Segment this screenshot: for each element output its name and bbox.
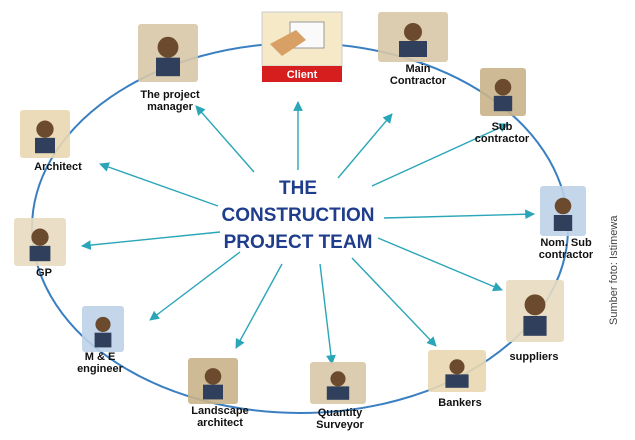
main-contractor-label-line-1: Main <box>405 63 430 75</box>
general-practitioner-icon <box>14 218 66 266</box>
sub-contractor-icon <box>480 68 526 116</box>
nom-sub-contractor-label-line-1: Nom. Sub <box>540 237 592 249</box>
client-hand-icon <box>270 30 306 56</box>
me-engineer-label-line-2: engineer <box>77 363 124 375</box>
client-label-bar <box>262 66 342 82</box>
center-title: THE CONSTRUCTION PROJECT TEAM <box>221 178 375 254</box>
arrow-to-bankers <box>351 257 437 347</box>
team-icons <box>14 12 586 404</box>
landscape-architect-label-line-1: Landscape <box>191 405 248 417</box>
gp-label-line-1: GP <box>36 267 52 279</box>
arrow-to-me-engineer <box>149 251 241 321</box>
arrow-to-landscape-architect <box>235 263 283 349</box>
quantity-surveyor-label-line-1: Quantity <box>318 407 363 419</box>
title-line-1: THE <box>279 178 317 199</box>
arrow-to-quantity-surveyor <box>319 263 336 365</box>
main-contractor-label-line-2: Contractor <box>390 75 447 87</box>
arrow-to-nom-sub-contractor <box>383 209 535 220</box>
arrow-to-architect <box>99 162 219 207</box>
client-node: Client <box>261 11 343 82</box>
sub-contractor-label-line-2: contractor <box>475 133 530 145</box>
me-engineer-label-line-1: M & E <box>85 351 116 363</box>
nom-sub-contractor-label-line-2: contractor <box>539 249 594 261</box>
arrow-to-sub-contractor <box>371 123 509 187</box>
quantity-surveyor-label-line-2: Surveyor <box>316 419 364 431</box>
landscape-architect-label-line-2: architect <box>197 417 243 429</box>
project-manager-label-line-2: manager <box>147 101 194 113</box>
architect-icon <box>20 110 70 158</box>
client-label: Client <box>287 69 318 81</box>
arrow-to-suppliers <box>377 237 503 292</box>
bankers-label-line-1: Bankers <box>438 397 481 409</box>
mep-engineer-icon <box>82 306 124 352</box>
project-manager-icon <box>138 24 198 82</box>
relationship-arrows <box>81 101 535 365</box>
suppliers-label-line-1: suppliers <box>510 351 559 363</box>
quantity-surveyor-icon <box>310 362 366 404</box>
main-contractor-icon <box>378 12 448 62</box>
nominated-subcontractor-icon <box>540 186 586 236</box>
sub-contractor-label-line-1: Sub <box>492 121 513 133</box>
photo-credit: Sumber foto: Istimewa <box>608 215 620 325</box>
arrow-to-project-manager <box>195 105 255 173</box>
arrow-to-gp <box>81 231 221 250</box>
project-manager-label-line-1: The project <box>140 89 200 101</box>
arrow-to-main-contractor <box>337 113 393 179</box>
supply-truck-icon <box>506 280 564 342</box>
title-line-2: CONSTRUCTION <box>221 205 374 226</box>
architect-label-line-1: Architect <box>34 161 82 173</box>
title-line-3: PROJECT TEAM <box>224 232 373 253</box>
banker-icon <box>428 350 486 392</box>
landscape-architect-icon <box>188 358 238 404</box>
